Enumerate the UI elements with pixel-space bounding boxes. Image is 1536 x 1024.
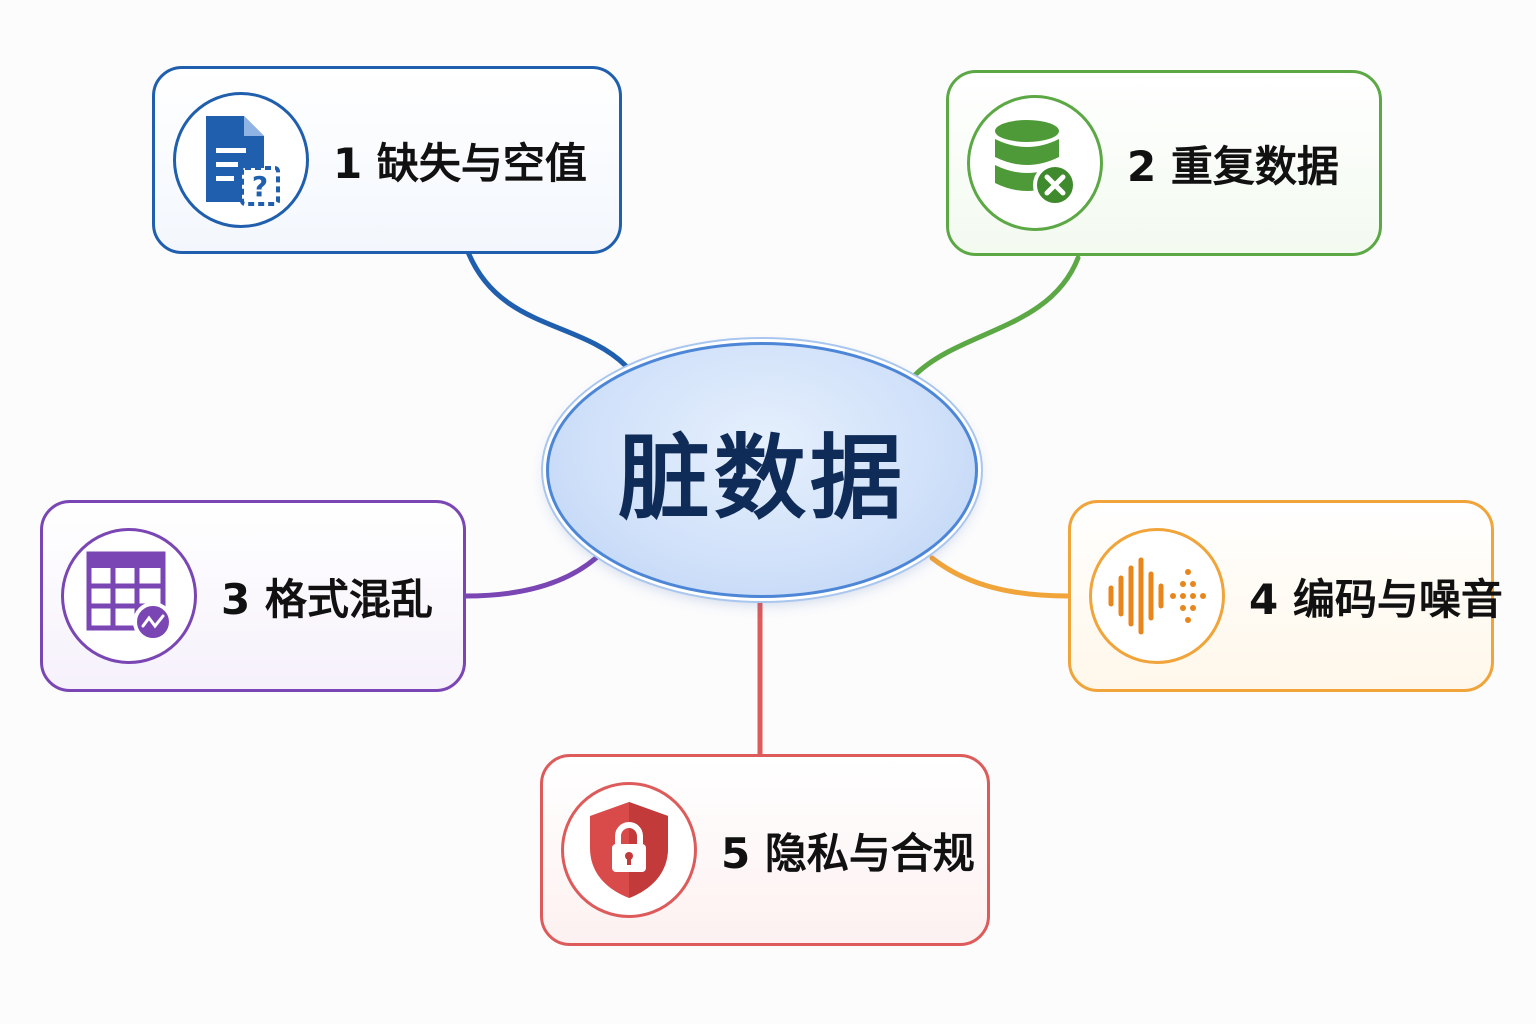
document-question-icon: ? (206, 116, 280, 206)
node-icon-circle: ? (173, 92, 309, 228)
shield-lock-icon (590, 802, 668, 898)
node-label: 2 重复数据 (1127, 141, 1339, 191)
center-node: 脏数据 (546, 342, 978, 598)
node-label: 1 缺失与空值 (333, 138, 587, 188)
node-missing-values[interactable]: ? 1 缺失与空值 (152, 66, 622, 254)
connector-1 (465, 249, 629, 369)
connector-2 (911, 255, 1081, 379)
node-icon-circle (61, 528, 197, 664)
node-duplicate-data[interactable]: 2 重复数据 (946, 70, 1382, 256)
svg-text:?: ? (252, 170, 268, 203)
node-privacy-compliance[interactable]: 5 隐私与合规 (540, 754, 990, 946)
connector-4 (929, 555, 1071, 599)
database-remove-icon (995, 120, 1077, 207)
center-title: 脏数据 (617, 424, 906, 532)
node-format-chaos[interactable]: 3 格式混乱 (40, 500, 466, 692)
node-icon-circle (1089, 528, 1225, 664)
connector-3 (463, 555, 599, 599)
node-icon-circle (561, 782, 697, 918)
node-encoding-noise[interactable]: 4 编码与噪音 (1068, 500, 1503, 692)
table-grid-icon (86, 551, 173, 642)
node-label: 3 格式混乱 (221, 574, 433, 624)
node-label: 5 隐私与合规 (721, 828, 975, 878)
audio-waveform-icon (1108, 557, 1206, 635)
node-label: 4 编码与噪音 (1249, 574, 1503, 624)
node-icon-circle (967, 95, 1103, 231)
